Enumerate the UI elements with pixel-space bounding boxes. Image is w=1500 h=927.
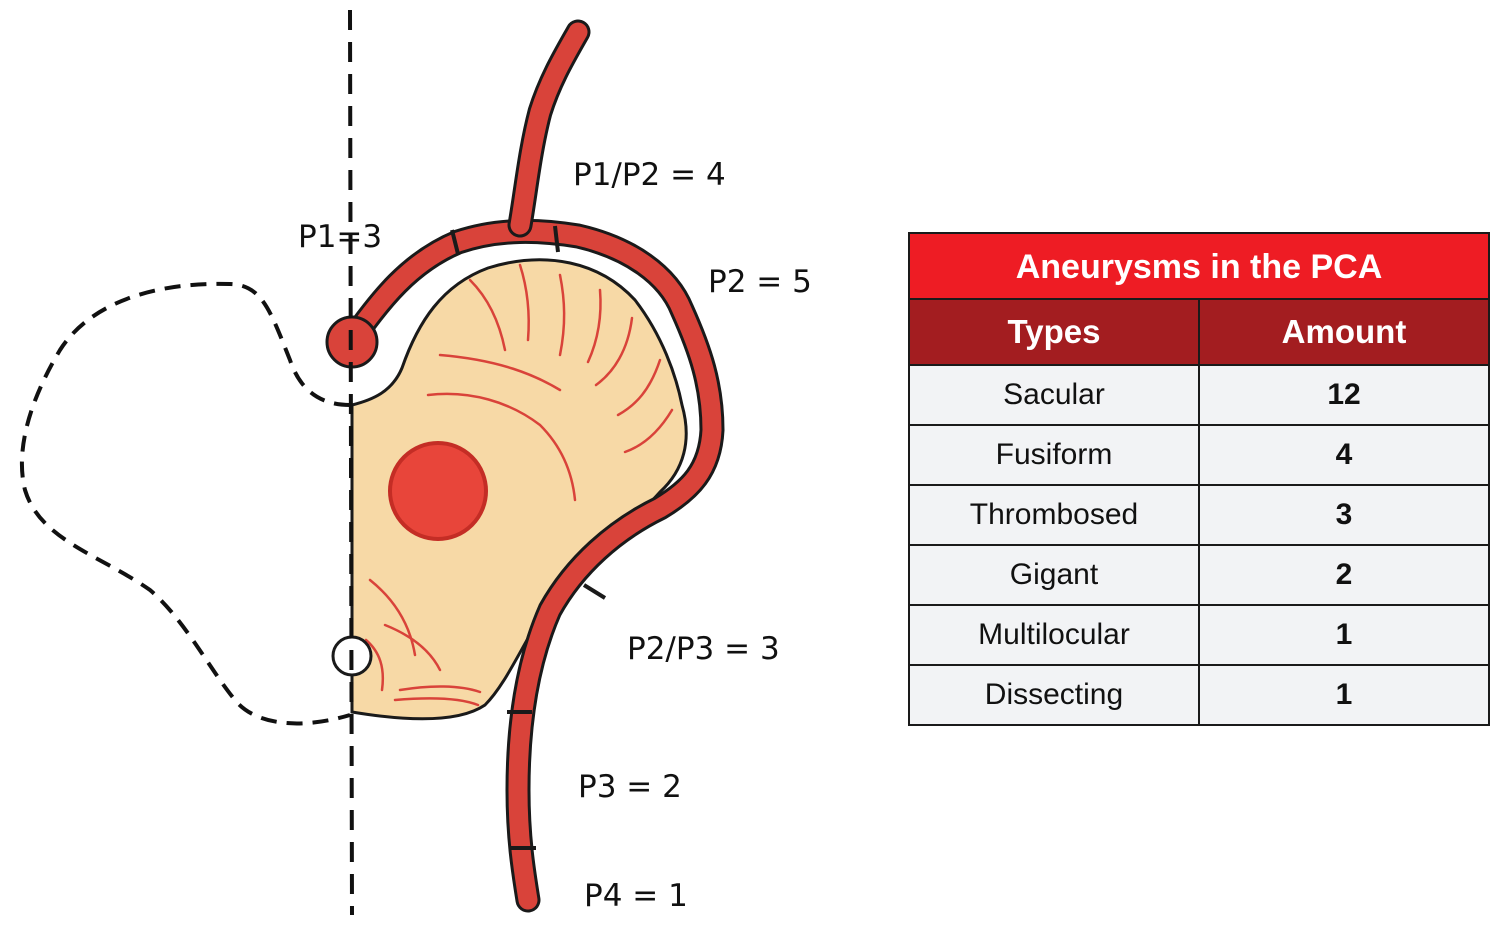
pca-artery: [342, 221, 722, 910]
cell-amount: 2: [1198, 544, 1490, 606]
midbrain-half: [350, 258, 688, 721]
label-p1-p2: P1/P2 = 4: [573, 157, 726, 193]
label-p2: P2 = 5: [708, 264, 812, 300]
cell-type: Dissecting: [908, 664, 1200, 726]
label-p4: P4 = 1: [584, 878, 688, 914]
header-amount: Amount: [1198, 298, 1490, 366]
cell-amount: 1: [1198, 604, 1490, 666]
cell-type: Multilocular: [908, 604, 1200, 666]
cell-type: Gigant: [908, 544, 1200, 606]
header-types: Types: [908, 298, 1200, 366]
cell-type: Sacular: [908, 364, 1200, 426]
midline: [348, 9, 354, 916]
cell-amount: 1: [1198, 664, 1490, 726]
label-p2-p3: P2/P3 = 3: [627, 631, 780, 667]
cell-amount: 12: [1198, 364, 1490, 426]
table-row: Thrombosed 3: [908, 484, 1490, 546]
table-row: Gigant 2: [908, 544, 1490, 606]
aneurysm-marker: [388, 441, 488, 541]
table-row: Dissecting 1: [908, 664, 1490, 726]
table-row: Multilocular 1: [908, 604, 1490, 666]
segment-markers: [450, 225, 607, 850]
table-title: Aneurysms in the PCA: [908, 232, 1490, 298]
cell-type: Thrombosed: [908, 484, 1200, 546]
aneurysm-table: Aneurysms in the PCA Types Amount Sacula…: [908, 232, 1490, 726]
aneurysm-table-container: Aneurysms in the PCA Types Amount Sacula…: [908, 232, 1490, 726]
table-row: Sacular 12: [908, 364, 1490, 426]
cell-type: Fusiform: [908, 424, 1200, 486]
cell-amount: 3: [1198, 484, 1490, 546]
table-header-row: Types Amount: [908, 298, 1490, 366]
cell-amount: 4: [1198, 424, 1490, 486]
surface-vessels: [364, 263, 674, 707]
contralateral-outline: [19, 281, 351, 726]
table-row: Fusiform 4: [908, 424, 1490, 486]
label-p1: P1=3: [298, 219, 382, 255]
label-p3: P3 = 2: [578, 769, 682, 805]
branch-artery: [510, 22, 588, 235]
